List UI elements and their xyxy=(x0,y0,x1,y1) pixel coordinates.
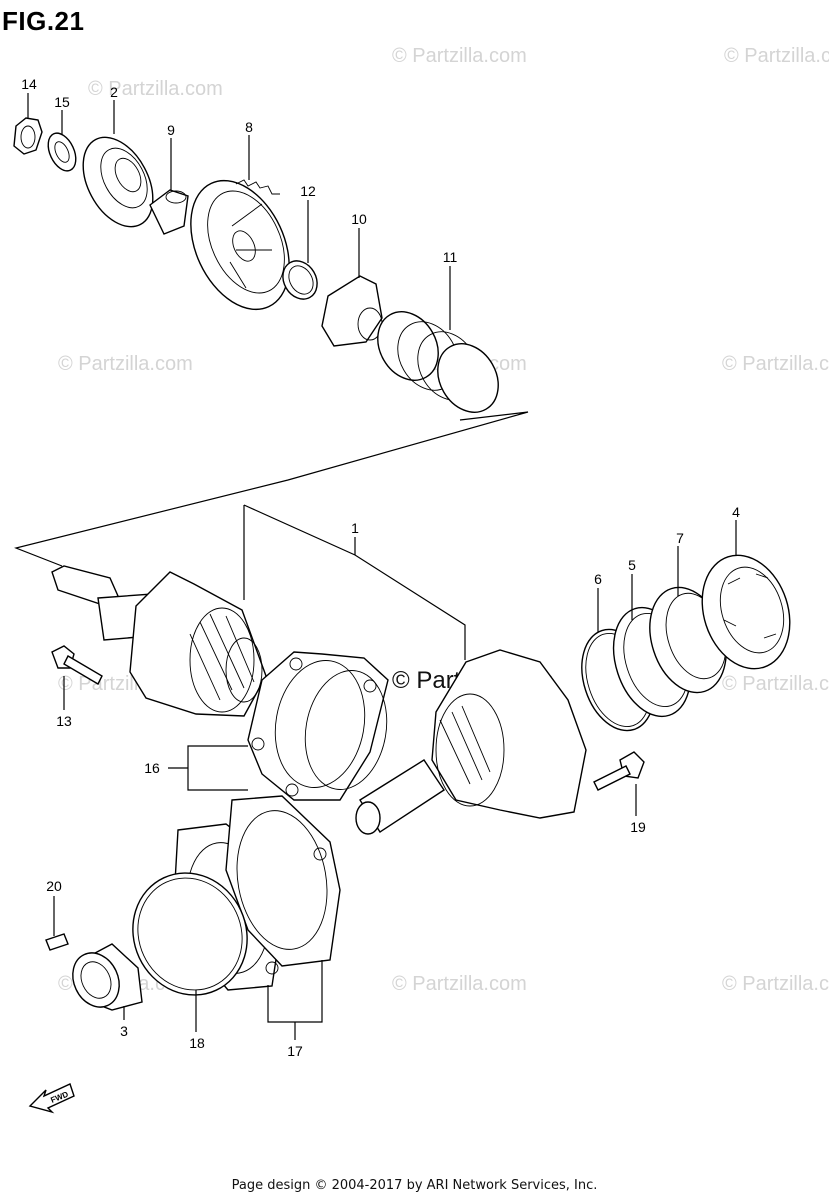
figure-title: FIG.21 xyxy=(2,6,85,36)
callout-11[interactable]: 11 xyxy=(443,249,458,265)
callout-14[interactable]: 14 xyxy=(21,76,37,92)
callout-17[interactable]: 17 xyxy=(287,1043,303,1059)
part-1-ring-gear-housing[interactable] xyxy=(355,649,587,835)
watermark-layer: © Partzilla.com © Partzilla.com © Partzi… xyxy=(58,45,829,995)
watermark: © Partzilla.com xyxy=(722,973,829,995)
page-footer: Page design © 2004-2017 by ARI Network S… xyxy=(231,1178,598,1193)
part-10-cam[interactable] xyxy=(321,275,383,347)
part-2-bearing[interactable] xyxy=(69,126,167,239)
callout-20[interactable]: 20 xyxy=(46,878,62,894)
watermark: © Partzilla.com xyxy=(392,45,527,67)
callout-18[interactable]: 18 xyxy=(189,1035,205,1051)
part-8-gear[interactable] xyxy=(171,165,308,325)
assembly-frame-line xyxy=(14,411,529,660)
watermark: © Partzilla.com xyxy=(724,45,829,67)
watermark: © Partzilla.com xyxy=(88,78,223,100)
callout-6[interactable]: 6 xyxy=(594,571,602,587)
watermark: © Partzilla.com xyxy=(392,973,527,995)
callout-19[interactable]: 19 xyxy=(630,819,646,835)
part-15-washer[interactable] xyxy=(43,129,82,175)
callout-4[interactable]: 4 xyxy=(732,504,740,520)
callout-13[interactable]: 13 xyxy=(56,713,72,729)
part-9-collar[interactable] xyxy=(149,189,189,235)
watermark: © Partzilla.com xyxy=(722,353,829,375)
callout-8[interactable]: 8 xyxy=(245,119,253,135)
callout-15[interactable]: 15 xyxy=(54,94,70,110)
watermark: © Partzilla.com xyxy=(58,353,193,375)
part-16-gasket[interactable] xyxy=(247,651,396,801)
part-3-needle-bearing[interactable] xyxy=(64,943,143,1015)
part-1-pinion-housing[interactable] xyxy=(51,565,267,717)
forward-arrow-icon: FWD xyxy=(28,1083,75,1114)
callout-2[interactable]: 2 xyxy=(110,84,118,100)
callout-16[interactable]: 16 xyxy=(144,760,160,776)
watermark: © Partzilla.com xyxy=(722,673,829,695)
part-18-o-ring[interactable] xyxy=(113,854,267,1014)
callout-5[interactable]: 5 xyxy=(628,557,636,573)
callout-12[interactable]: 12 xyxy=(300,183,316,199)
part-4-lock-nut[interactable] xyxy=(688,544,804,680)
part-20-pin[interactable] xyxy=(45,933,69,951)
callout-labels: 14 15 2 9 8 12 10 11 1 6 5 7 4 13 16 19 … xyxy=(21,76,740,1059)
part-12-circlip[interactable] xyxy=(276,255,324,306)
leader-lines-lower xyxy=(53,520,737,1040)
part-13-bolt[interactable] xyxy=(51,645,103,685)
callout-3[interactable]: 3 xyxy=(120,1023,128,1039)
callout-1[interactable]: 1 xyxy=(351,520,359,536)
part-11-spring[interactable] xyxy=(366,301,510,423)
part-14-nut[interactable] xyxy=(13,117,43,155)
callout-7[interactable]: 7 xyxy=(676,530,684,546)
part-19-bolt[interactable] xyxy=(593,751,645,791)
callout-10[interactable]: 10 xyxy=(351,211,367,227)
callout-9[interactable]: 9 xyxy=(167,122,175,138)
leader-lines-top xyxy=(27,93,451,330)
